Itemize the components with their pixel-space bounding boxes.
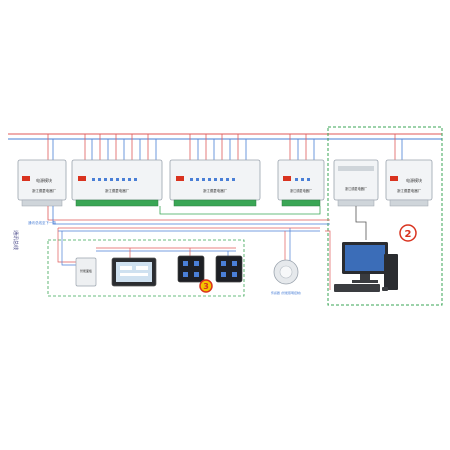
- device-section-frame: [47, 239, 245, 297]
- module-3-subtitle: 浙江德菱电器厂: [203, 188, 228, 193]
- module-2-subtitle: 浙江德菱电器厂: [105, 188, 130, 193]
- module-6: 电源模块 浙江德菱电器厂: [385, 159, 433, 207]
- touch-screen: [111, 257, 157, 287]
- module-2: 浙江德菱电器厂: [71, 159, 163, 207]
- badge-3: 3: [199, 279, 213, 293]
- module-1-subtitle: 浙江德菱电器厂: [32, 188, 57, 193]
- module-4-subtitle: 浙江德菱电器厂: [290, 188, 312, 193]
- badge-2: 2: [399, 224, 417, 242]
- module-4: 浙江德菱电器厂: [277, 159, 325, 207]
- module-1-title: 电源模块: [36, 177, 52, 183]
- pc-section-frame: [327, 126, 443, 306]
- badge-2-label: 2: [405, 229, 412, 240]
- module-6-title: 电源模块: [406, 177, 422, 183]
- bus-note: 通讯总线至下一路: [28, 220, 56, 225]
- module-5: 浙江德菱电器厂: [333, 159, 379, 207]
- module-3: 浙江德菱电器厂: [169, 159, 261, 207]
- control-panel-1: [177, 255, 205, 283]
- sensor: 传感器 (智能照明控制): [271, 259, 301, 295]
- module-1: 电源模块 浙江德菱电器厂: [17, 159, 67, 207]
- bus-wires: [47, 206, 330, 232]
- device-wires: [57, 228, 331, 290]
- module-6-subtitle: 浙江德菱电器厂: [397, 188, 422, 193]
- small-panel-label: 智能面板: [80, 268, 92, 273]
- pc-wire: [355, 206, 367, 240]
- power-lines: [8, 133, 442, 140]
- bus-vertical-label: 通讯总线: [12, 230, 19, 250]
- drop-wires: [47, 134, 403, 160]
- badge-3-label: 3: [203, 282, 209, 291]
- module-5-subtitle: 浙江德菱电器厂: [345, 186, 367, 191]
- pc: [334, 206, 398, 292]
- control-panel-2: [215, 255, 243, 283]
- small-panel: 智能面板: [75, 257, 97, 287]
- sensor-caption: 传感器 (智能照明控制): [271, 290, 301, 295]
